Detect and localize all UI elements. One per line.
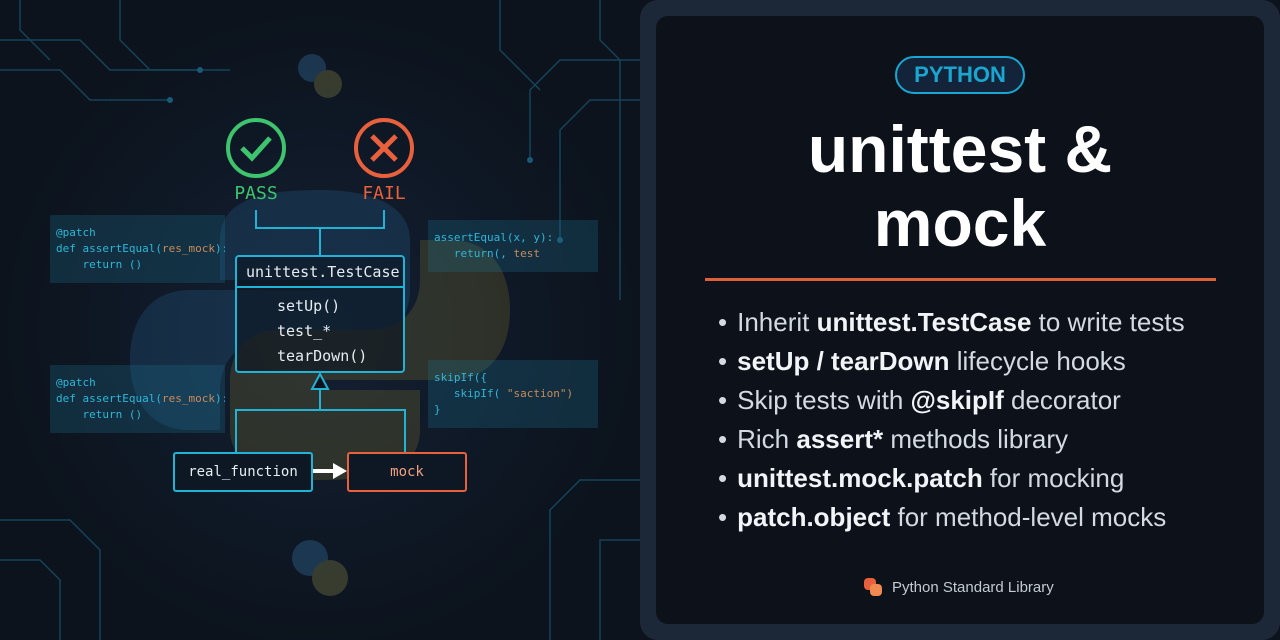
- divider: [705, 278, 1216, 281]
- list-item: Rich assert* methods library: [718, 420, 1185, 459]
- check-icon: [226, 118, 286, 178]
- list-item: Skip tests with @skipIf decorator: [718, 381, 1185, 420]
- fail-label: FAIL: [362, 183, 406, 204]
- code-snippet-left-2: @patch def assertEqual(res_mock): return…: [50, 365, 225, 433]
- class-name: unittest.TestCase: [237, 257, 403, 288]
- code-snippet-right-1: assertEqual(x, y): return(, test: [428, 220, 598, 272]
- x-icon: [354, 118, 414, 178]
- method-setup: setUp(): [277, 297, 341, 315]
- list-item: patch.object for method-level mocks: [718, 498, 1185, 537]
- python-badge: PYTHON: [895, 56, 1025, 94]
- inheritance-triangle: [310, 371, 330, 390]
- code-snippet-right-2: skipIf({ skipIf( "saction") }: [428, 360, 598, 428]
- mock-box: mock: [347, 452, 467, 492]
- pass-label: PASS: [234, 183, 278, 204]
- code-snippet-left-1: @patch def assertEqual(res_mock): return…: [50, 215, 225, 283]
- method-test: test_*: [277, 322, 332, 340]
- feature-list: Inherit unittest.TestCase to write tests…: [718, 303, 1185, 537]
- list-item: unittest.mock.patch for mocking: [718, 459, 1185, 498]
- title-line-1: unittest &: [807, 112, 1113, 186]
- footer: Python Standard Library: [862, 576, 1054, 598]
- list-item: setUp / tearDown lifecycle hooks: [718, 342, 1185, 381]
- python-logo-small-top: [298, 54, 342, 98]
- python-logo-icon: [864, 578, 882, 596]
- footer-text: Python Standard Library: [892, 578, 1054, 596]
- connector-lines: [235, 210, 406, 452]
- python-logo-small-bottom: [292, 540, 348, 596]
- page-title: unittest &mock: [660, 112, 1260, 260]
- real-function-box: real_function: [173, 452, 313, 492]
- title-line-2: mock: [873, 186, 1047, 260]
- list-item: Inherit unittest.TestCase to write tests: [718, 303, 1184, 342]
- testcase-class-box: unittest.TestCase setUp() test_* tearDow…: [235, 255, 405, 373]
- illustration: @patch def assertEqual(res_mock): return…: [0, 0, 640, 640]
- method-teardown: tearDown(): [277, 347, 368, 365]
